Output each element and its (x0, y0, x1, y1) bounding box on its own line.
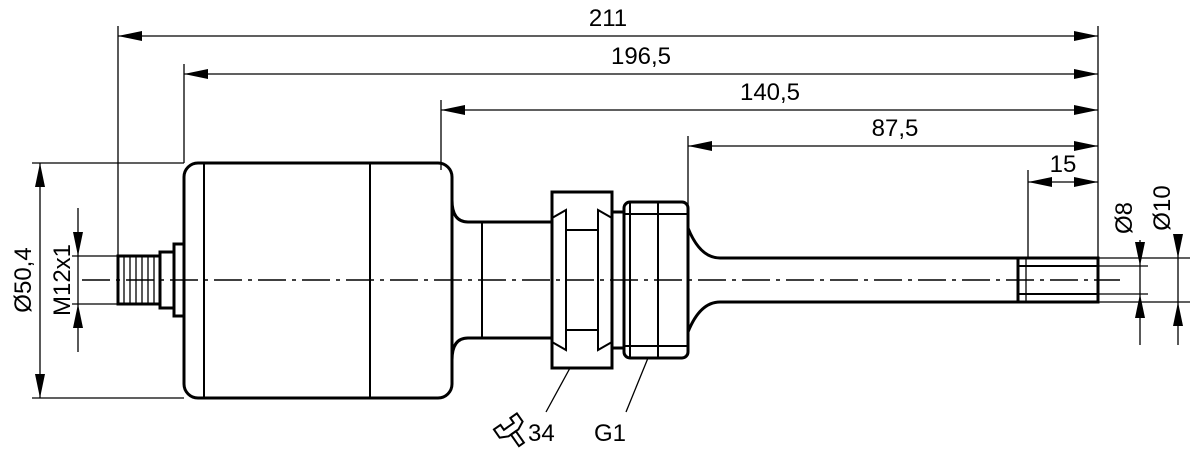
dim-insertion-length: 87,5 (872, 115, 919, 142)
dimension-lines (35, 31, 1183, 413)
dim-tip-diameter: Ø8 (1111, 202, 1138, 234)
wrench-icon (492, 412, 526, 448)
extension-lines (32, 26, 1190, 399)
dim-probe-diameter: Ø10 (1149, 185, 1176, 230)
dim-body-diameter: Ø50,4 (10, 247, 37, 312)
dim-length-from-shoulder: 140,5 (740, 79, 800, 106)
dim-process-thread: G1 (594, 420, 626, 447)
sensor-outline (82, 161, 1120, 400)
dimension-labels: 211 196,5 140,5 87,5 15 Ø50,4 M12x1 Ø8 Ø… (10, 5, 1176, 447)
dim-length-from-body: 196,5 (611, 43, 671, 70)
dim-wrench-size: 34 (528, 420, 555, 447)
dim-tip-length: 15 (1050, 151, 1077, 178)
dim-connector-thread: M12x1 (49, 244, 76, 316)
dim-overall-length: 211 (589, 5, 627, 32)
